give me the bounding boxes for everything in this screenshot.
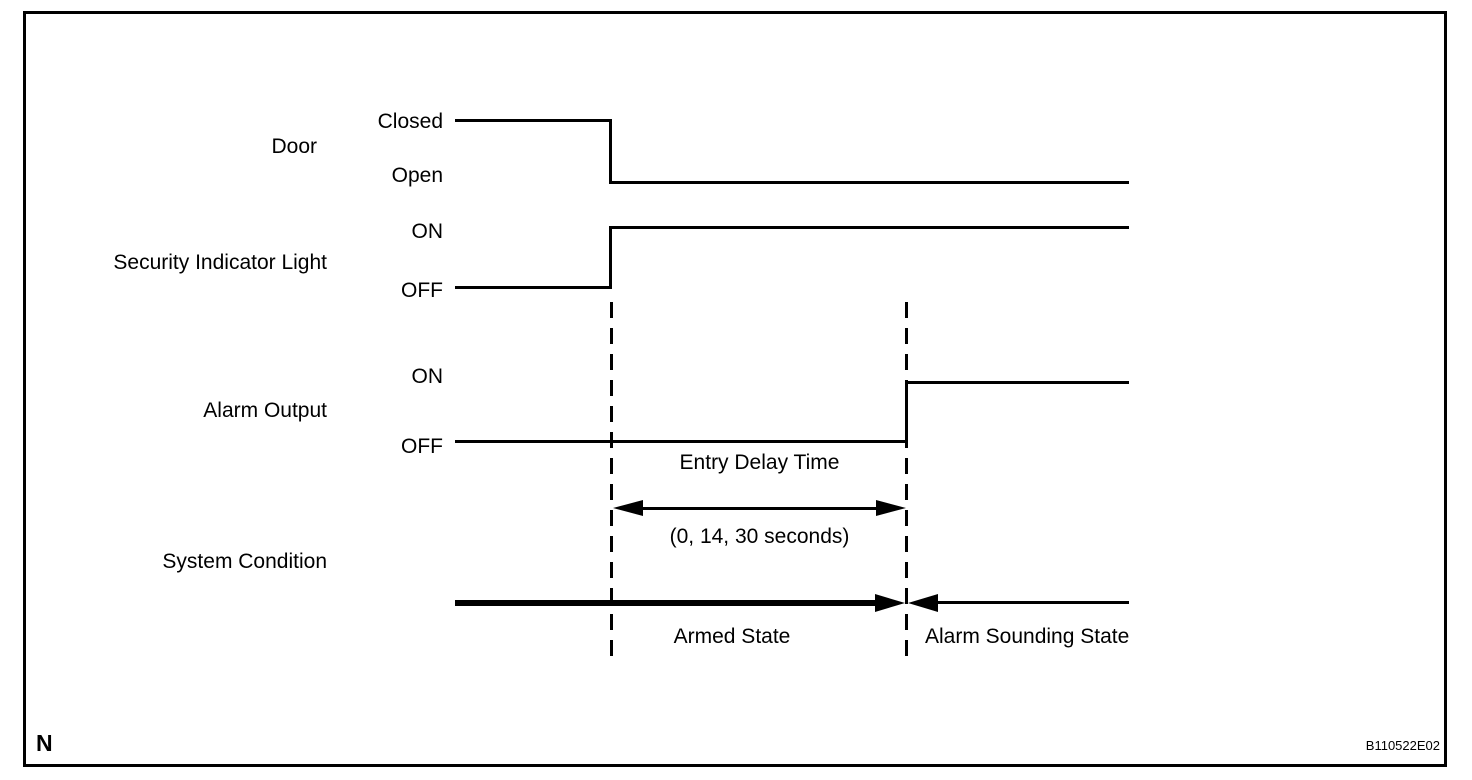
door-open-event-dashed-line	[610, 302, 613, 658]
entry-delay-arrowhead-right-icon	[876, 500, 906, 516]
alarm-start-event-dashed-line	[905, 302, 908, 658]
alarm-sounding-state-timeline-shaft	[936, 601, 1129, 604]
door-state-closed-label: Closed	[377, 110, 443, 133]
diagram-border	[23, 11, 1447, 767]
system-condition-row-label: System Condition	[162, 550, 327, 573]
alarm-sounding-state-label: Alarm Sounding State	[925, 625, 1130, 648]
armed-state-timeline-shaft	[455, 600, 877, 606]
security-light-signal-rising-edge	[609, 226, 612, 289]
entry-delay-values: (0, 14, 30 seconds)	[669, 525, 850, 548]
entry-delay-arrowhead-left-icon	[613, 500, 643, 516]
armed-state-arrowhead-icon	[875, 594, 905, 612]
alarm-output-state-on-label: ON	[411, 365, 444, 388]
alarm-output-signal-off-segment	[455, 440, 908, 443]
security-light-signal-on-segment	[609, 226, 1129, 229]
door-signal-open-segment	[609, 181, 1129, 184]
door-signal-falling-edge	[609, 119, 612, 184]
alarm-output-signal-on-segment	[905, 381, 1129, 384]
door-state-open-label: Open	[391, 164, 443, 187]
door-row-label: Door	[271, 135, 317, 158]
alarm-output-signal-rising-edge	[905, 381, 908, 443]
security-light-signal-off-segment	[455, 286, 612, 289]
alarm-sounding-state-arrowhead-icon	[908, 594, 938, 612]
door-signal-closed-segment	[455, 119, 612, 122]
figure-code: B110522E02	[1365, 738, 1440, 753]
entry-delay-title: Entry Delay Time	[679, 451, 840, 474]
security-light-row-label: Security Indicator Light	[113, 251, 327, 274]
alarm-output-row-label: Alarm Output	[203, 399, 327, 422]
armed-state-label: Armed State	[673, 625, 791, 648]
alarm-output-state-off-label: OFF	[401, 435, 443, 458]
security-light-state-off-label: OFF	[401, 279, 443, 302]
entry-delay-arrow-shaft	[637, 507, 881, 510]
footnote-n: N	[36, 730, 53, 756]
security-light-state-on-label: ON	[411, 220, 444, 243]
